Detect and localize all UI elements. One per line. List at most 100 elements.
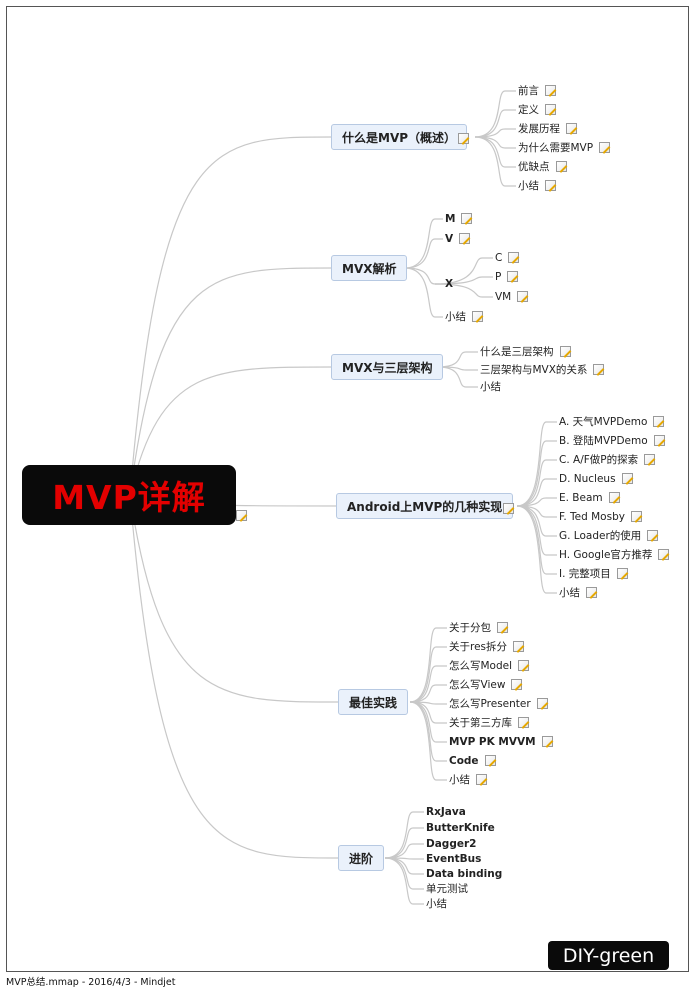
note-icon (586, 587, 597, 598)
leaf-item[interactable]: E. Beam (559, 491, 620, 505)
note-icon (653, 435, 665, 446)
topic-advanced[interactable]: 进阶 (338, 845, 385, 871)
note-icon (461, 213, 473, 224)
connector-line (474, 109, 516, 138)
leaf-item[interactable]: 小结 (426, 898, 447, 910)
connector-line (409, 701, 447, 781)
connector-line (474, 128, 516, 138)
connector-line (409, 665, 447, 703)
leaf-item[interactable]: V (445, 232, 471, 246)
connector-line (434, 283, 493, 298)
leaf-item[interactable]: X (445, 278, 454, 290)
note-icon (536, 698, 548, 709)
connector-line (516, 478, 557, 507)
leaf-item[interactable]: 怎么写Model (449, 659, 530, 673)
note-icon (497, 622, 508, 633)
topic-android-mvp-impl[interactable]: Android上MVP的几种实现 (336, 493, 514, 519)
leaf-item[interactable]: 关于第三方库 (449, 716, 529, 730)
topic-label: 最佳实践 (349, 695, 398, 710)
connector-line (516, 421, 557, 507)
leaf-sub-item[interactable]: C (495, 251, 520, 265)
topic-best-practice[interactable]: 最佳实践 (338, 689, 409, 715)
leaf-item[interactable]: 关于res拆分 (449, 640, 525, 654)
leaf-item[interactable]: M (445, 212, 473, 226)
leaf-item[interactable]: 关于分包 (449, 621, 508, 635)
note-icon (653, 416, 665, 427)
central-topic[interactable]: MVP详解 (22, 465, 236, 525)
note-icon (630, 511, 642, 522)
leaf-sub-item[interactable]: P (495, 270, 519, 284)
connector-line (129, 366, 332, 496)
leaf-item[interactable]: 小结 (449, 773, 487, 787)
note-icon (658, 549, 670, 560)
leaf-item[interactable]: C. A/F做P的探索 (559, 453, 656, 467)
topic-what-is-mvp[interactable]: 什么是MVP（概述） (331, 124, 468, 150)
leaf-item[interactable]: D. Nucleus (559, 472, 633, 486)
topic-mvx-analysis[interactable]: MVX解析 (331, 255, 408, 281)
note-icon[interactable] (236, 510, 247, 521)
leaf-item[interactable]: H. Google官方推荐 (559, 548, 670, 562)
note-icon (608, 492, 620, 503)
leaf-item[interactable]: 优缺点 (518, 160, 567, 174)
footer-caption: MVP总结.mmap - 2016/4/3 - Mindjet (6, 977, 176, 988)
connector-line (129, 267, 332, 496)
leaf-item[interactable]: Data binding (426, 868, 503, 880)
leaf-sub-item[interactable]: VM (495, 290, 529, 304)
note-icon (507, 271, 519, 282)
leaf-item[interactable]: 单元测试 (426, 883, 468, 895)
connector-line (129, 136, 332, 496)
leaf-item[interactable]: 前言 (518, 84, 556, 98)
note-icon (555, 161, 567, 172)
topic-mvx-three-tier[interactable]: MVX与三层架构 (331, 354, 444, 380)
topic-label: MVX解析 (342, 261, 397, 276)
leaf-item[interactable]: F. Ted Mosby (559, 510, 642, 524)
note-icon (476, 774, 487, 785)
connector-line (516, 440, 557, 507)
connector-line (434, 276, 493, 285)
leaf-item[interactable]: 定义 (518, 103, 556, 117)
note-icon (599, 142, 611, 153)
leaf-item[interactable]: I. 完整项目 (559, 567, 628, 581)
leaf-item[interactable]: 小结 (445, 310, 483, 324)
leaf-item[interactable]: 怎么写Presenter (449, 697, 548, 711)
connector-line (409, 627, 447, 703)
leaf-item[interactable]: 小结 (480, 381, 501, 393)
note-icon (644, 454, 656, 465)
connector-line (129, 494, 339, 703)
connector-line (474, 90, 516, 138)
connector-line (434, 257, 493, 285)
connector-line (404, 218, 443, 269)
note-icon[interactable] (458, 133, 469, 144)
leaf-item[interactable]: RxJava (426, 806, 466, 818)
leaf-item[interactable]: A. 天气MVPDemo (559, 415, 665, 429)
leaf-item[interactable]: 发展历程 (518, 122, 577, 136)
note-icon (484, 755, 496, 766)
leaf-item[interactable]: B. 登陆MVPDemo (559, 434, 665, 448)
note-icon (517, 291, 529, 302)
note-icon (511, 679, 523, 690)
connector-line (516, 505, 557, 537)
leaf-item[interactable]: 小结 (559, 586, 597, 600)
connector-line (129, 494, 339, 859)
connector-line (384, 827, 424, 859)
note-icon (545, 85, 556, 96)
leaf-item[interactable]: 小结 (518, 179, 556, 193)
leaf-item[interactable]: G. Loader的使用 (559, 529, 659, 543)
leaf-item[interactable]: 怎么写View (449, 678, 523, 692)
leaf-item[interactable]: 三层架构与MVX的关系 (480, 363, 605, 377)
leaf-item[interactable]: 什么是三层架构 (480, 345, 571, 359)
note-icon (508, 252, 520, 263)
leaf-item[interactable]: EventBus (426, 853, 482, 865)
connector-line (404, 238, 443, 269)
leaf-item[interactable]: Code (449, 754, 496, 768)
note-icon (545, 180, 556, 191)
leaf-item[interactable]: ButterKnife (426, 822, 495, 834)
note-icon (459, 233, 471, 244)
connector-line (516, 459, 557, 507)
note-icon (541, 736, 553, 747)
leaf-item[interactable]: 为什么需要MVP (518, 141, 611, 155)
note-icon[interactable] (503, 503, 514, 514)
leaf-item[interactable]: Dagger2 (426, 838, 477, 850)
leaf-item[interactable]: MVP PK MVVM (449, 735, 553, 749)
note-icon (559, 346, 571, 357)
